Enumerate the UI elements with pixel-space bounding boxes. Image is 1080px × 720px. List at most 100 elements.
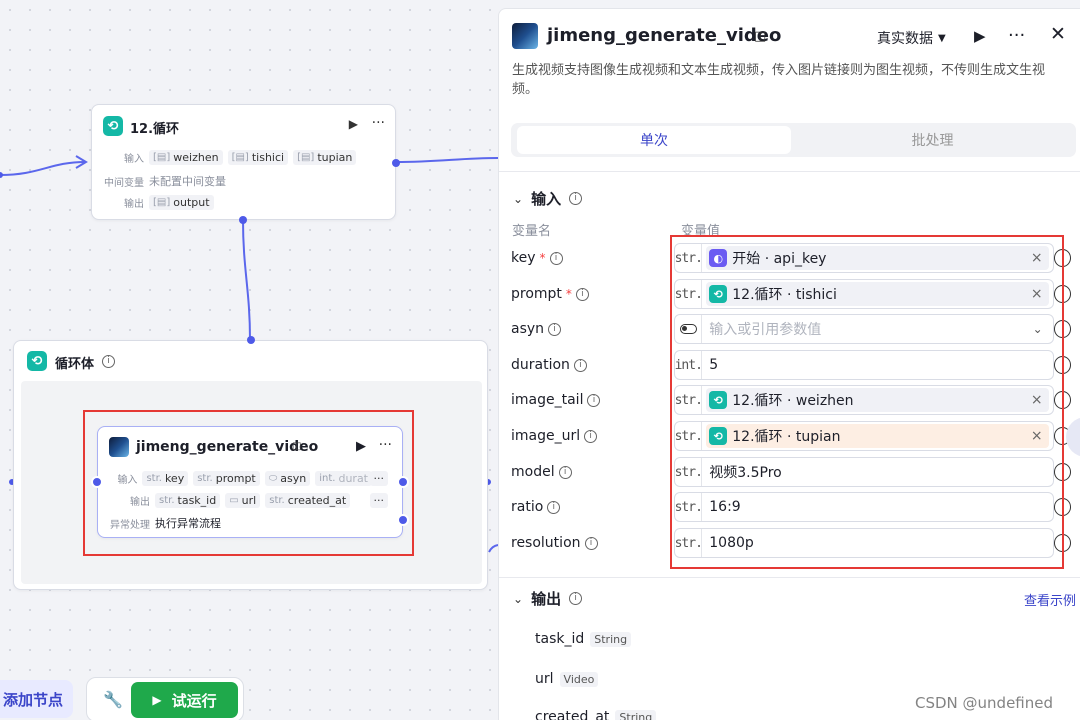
output-chip-type: str. [269,495,285,506]
clear-icon[interactable]: × [1030,428,1043,444]
add-node-button[interactable]: 添加节点 [0,680,73,718]
param-type: str. [675,493,703,521]
tab-batch[interactable]: 批处理 [795,126,1070,154]
more-icon[interactable]: ··· [378,437,392,453]
param-value-field[interactable]: str. 16:9 [674,492,1054,522]
info-icon[interactable]: i [558,465,572,479]
data-mode-select[interactable]: 真实数据 ▼ [877,28,946,48]
param-value-field[interactable]: str.◐开始 · api_key× [674,243,1054,273]
param-name: prompt*i [511,286,674,302]
output-chip-label: task_id [177,494,217,507]
chevron-down-icon[interactable]: ⌄ [1032,322,1043,336]
wrench-icon[interactable]: 🔧 [103,690,123,709]
input-chip-label: asyn [280,472,307,485]
param-name-label: asyn [511,321,545,337]
info-icon[interactable]: i [573,358,587,372]
reference-chip[interactable]: ⟲12.循环 · tishici× [706,282,1049,306]
info-icon[interactable]: i [102,355,115,368]
param-value-field[interactable]: str.⟲12.循环 · tupian× [674,421,1054,451]
output-chip-label: url [241,494,257,507]
clear-icon[interactable]: × [1030,250,1043,266]
output-chip: str.task_id [155,493,221,508]
info-icon[interactable]: i [549,251,563,265]
output-section-title: 输出 [531,590,562,608]
panel-title: jimeng_generate_video [547,25,782,46]
info-icon[interactable]: i [575,287,589,301]
clear-icon[interactable]: × [1030,286,1043,302]
variable-ref-icon[interactable] [1053,463,1071,481]
info-icon[interactable]: i [584,429,598,443]
video-output-port[interactable] [397,476,409,488]
panel-description: 生成视频支持图像生成视频和文本生成视频，传入图片链接则为图生视频，不传则生成文生… [512,63,1046,97]
api-icon: ◫ [754,29,767,44]
param-value-input[interactable]: 视频3.5Pro [709,465,782,481]
param-value-field[interactable]: int.5 [674,350,1054,380]
variable-ref-icon[interactable] [1053,285,1071,303]
run-node-icon[interactable]: ▶ [348,117,358,131]
param-value-input[interactable]: 1080p [709,535,754,551]
array-type-icon: [▤] [153,197,171,208]
loop-node[interactable]: ⟲ 12.循环 ▶ ··· 输入 [▤]weizhen [▤]tishici [… [91,104,400,224]
column-value-header: 变量值 [681,224,721,239]
run-icon[interactable]: ▶ [974,27,986,45]
param-value-field[interactable]: str.视频3.5Pro [674,457,1054,487]
param-value-input[interactable]: 输入或引用参数值 [709,322,822,338]
reference-chip[interactable]: ◐开始 · api_key× [706,246,1049,270]
array-type-icon: [▤] [297,152,315,163]
param-value-field[interactable]: str. 1080p [674,528,1054,558]
reference-source: 12.循环 · weizhen [732,393,854,409]
info-icon[interactable]: i [548,322,562,336]
variable-ref-icon[interactable] [1053,391,1071,409]
param-value-field[interactable]: str.⟲12.循环 · weizhen× [674,385,1054,415]
collapse-panel-handle[interactable] [1066,417,1080,457]
info-icon[interactable]: i [569,592,583,605]
info-icon[interactable]: i [547,500,561,514]
video-node[interactable]: jimeng_generate_video ◫ ▶ ··· 输入 str.key… [91,426,409,538]
close-icon[interactable]: ✕ [1050,23,1066,45]
input-chip: [▤]tupian [293,150,357,165]
variable-ref-icon[interactable] [1053,498,1071,516]
info-icon[interactable]: i [569,192,583,205]
reference-chip[interactable]: ⟲12.循环 · weizhen× [706,388,1049,412]
clear-icon[interactable]: × [1030,392,1043,408]
input-section-header[interactable]: ⌄ 输入 i [513,188,583,209]
param-value-field[interactable]: 输入或引用参数值 ⌄ [674,314,1054,344]
param-name-label: image_tail [511,392,584,408]
more-icon[interactable]: ··· [1008,25,1026,46]
inputs-label: 输入 [124,154,144,165]
loop-body-top-port[interactable] [247,336,255,344]
loop-icon: ⟲ [709,285,728,303]
more-inputs-button[interactable]: ··· [369,471,388,486]
param-name-label: model [511,464,555,480]
reference-chip[interactable]: ⟲12.循环 · tupian× [706,424,1049,448]
video-input-port[interactable] [91,476,103,488]
variable-ref-icon[interactable] [1053,320,1071,338]
run-node-icon[interactable]: ▶ [356,439,366,454]
variable-ref-icon[interactable] [1053,534,1071,552]
view-example-link[interactable]: 查看示例 [1024,594,1077,609]
more-outputs-button[interactable]: ··· [369,493,388,508]
video-error-port[interactable] [397,514,409,526]
info-icon[interactable]: i [587,393,601,407]
loop-node-title: 12.循环 [130,122,180,137]
param-value-field[interactable]: str.⟲12.循环 · tishici× [674,279,1054,309]
test-run-button[interactable]: ▶ 试运行 [131,682,238,718]
add-node-label: 添加节点 [2,690,63,709]
param-value-input[interactable]: 16:9 [709,499,741,515]
tab-single[interactable]: 单次 [517,126,791,154]
loop-output-port[interactable] [392,159,400,167]
loop-body-port[interactable] [239,216,247,224]
param-type: str. [675,529,703,557]
variable-ref-icon[interactable] [1053,249,1071,267]
info-icon[interactable]: i [584,536,598,550]
more-icon[interactable]: ··· [371,115,385,131]
tab-single-label: 单次 [640,133,668,149]
output-section-header[interactable]: ⌄ 输出 i [513,588,583,609]
variable-ref-icon[interactable] [1053,356,1071,374]
video-node-avatar [109,437,129,457]
param-value-input[interactable]: 5 [709,357,719,373]
